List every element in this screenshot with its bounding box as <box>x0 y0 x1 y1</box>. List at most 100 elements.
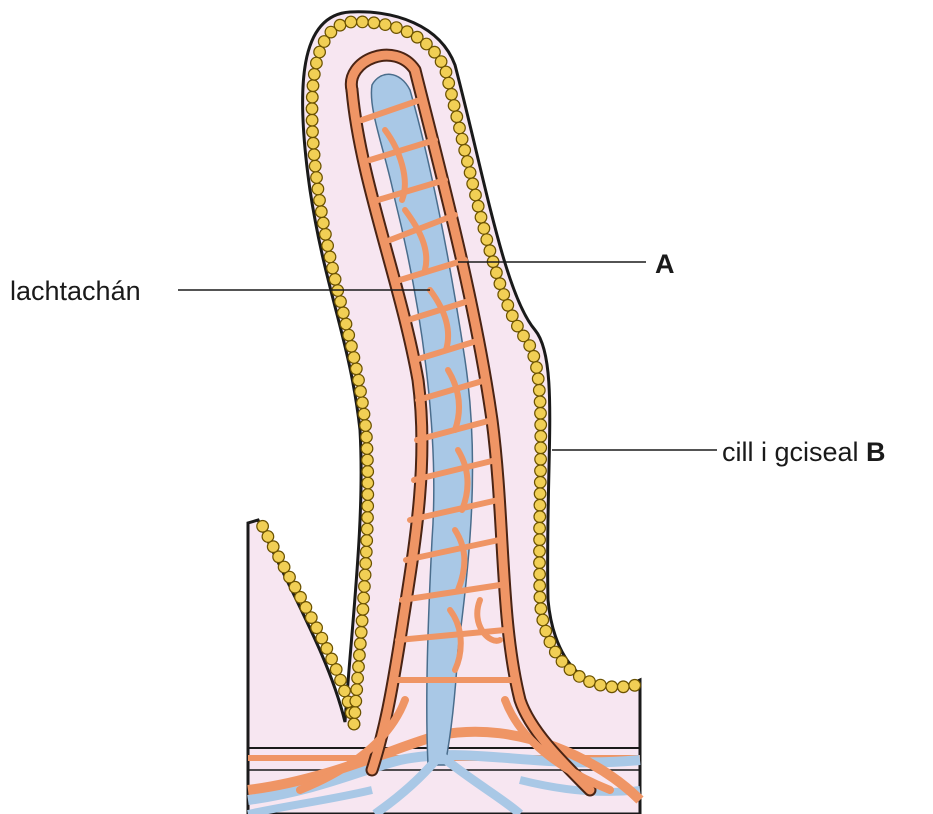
epithelial-cell <box>311 57 323 69</box>
epithelial-cell <box>535 477 547 489</box>
epithelial-cell <box>335 296 347 308</box>
epithelial-cell <box>329 274 341 286</box>
epithelial-cell <box>355 386 367 398</box>
epithelial-cell <box>534 385 546 397</box>
epithelial-cell <box>481 234 493 246</box>
label-a: A <box>655 249 675 279</box>
epithelial-cell <box>359 581 371 593</box>
epithelial-cell <box>349 707 361 719</box>
lacteal-label: lachtachán <box>10 276 141 306</box>
epithelial-cell <box>528 351 540 363</box>
epithelial-cell <box>494 278 506 290</box>
epithelial-cell <box>334 19 346 31</box>
epithelial-cell <box>584 676 596 688</box>
cell-b-label-text: cill i gciseal <box>722 437 866 467</box>
epithelial-cell <box>532 373 544 385</box>
epithelial-cell <box>464 167 476 179</box>
epithelial-cell <box>354 649 366 661</box>
epithelial-cell <box>472 200 484 212</box>
epithelial-cell <box>535 419 547 431</box>
epithelial-cell <box>534 591 546 603</box>
epithelial-cell <box>362 454 374 466</box>
epithelial-cell <box>327 262 339 274</box>
epithelial-cell <box>326 653 338 665</box>
epithelial-cell <box>360 420 372 432</box>
epithelial-cell <box>361 431 373 443</box>
epithelial-cell <box>318 217 330 229</box>
epithelial-cell <box>361 523 373 535</box>
epithelial-cell <box>534 545 546 557</box>
epithelial-cell <box>534 534 546 546</box>
epithelial-cell <box>534 568 546 580</box>
epithelial-cell <box>440 66 452 78</box>
epithelial-cell <box>362 466 374 478</box>
epithelial-cell <box>353 374 365 386</box>
epithelial-cell <box>535 465 547 477</box>
epithelial-cell <box>467 178 479 190</box>
epithelial-cell <box>475 212 487 224</box>
epithelial-cell <box>348 718 360 730</box>
epithelial-cell <box>355 638 367 650</box>
epithelial-cell <box>362 489 374 501</box>
epithelial-cell <box>498 289 510 301</box>
epithelial-cell <box>348 352 360 364</box>
epithelial-cell <box>351 684 363 696</box>
epithelial-cell <box>459 145 471 157</box>
epithelial-cell <box>448 100 460 112</box>
epithelial-cell <box>361 546 373 558</box>
epithelial-cell <box>484 245 496 257</box>
epithelial-cell <box>470 189 482 201</box>
epithelial-cell <box>309 69 321 81</box>
epithelial-cell <box>314 195 326 207</box>
epithelial-cell <box>316 206 328 218</box>
label-b: B <box>866 437 886 467</box>
epithelial-cell <box>352 672 364 684</box>
epithelial-cell <box>353 661 365 673</box>
epithelial-cell <box>324 251 336 263</box>
epithelial-cell <box>311 172 323 184</box>
epithelial-cell <box>535 408 547 420</box>
epithelial-cell <box>629 680 641 692</box>
epithelial-cell <box>306 103 318 115</box>
epithelial-cell <box>257 521 269 533</box>
epithelial-cell <box>443 77 455 89</box>
epithelial-cell <box>391 22 403 34</box>
epithelial-cell <box>357 16 369 28</box>
epithelial-cell <box>350 695 362 707</box>
epithelial-cell <box>535 431 547 443</box>
epithelial-cell <box>362 477 374 489</box>
epithelial-cell <box>606 681 618 693</box>
epithelial-cell <box>351 363 363 375</box>
epithelial-cell <box>307 126 319 138</box>
epithelial-cell <box>491 267 503 279</box>
epithelial-cell <box>312 183 324 195</box>
epithelial-cell <box>356 615 368 627</box>
epithelial-cell <box>362 512 374 524</box>
epithelial-cell <box>595 679 607 691</box>
epithelial-cell <box>339 685 351 697</box>
epithelial-cell <box>537 614 549 626</box>
epithelial-cell <box>345 16 357 28</box>
epithelial-cell <box>534 557 546 569</box>
epithelial-cell <box>531 362 543 374</box>
epithelial-cell <box>359 569 371 581</box>
epithelial-cell <box>357 397 369 409</box>
epithelial-cell <box>534 396 546 408</box>
epithelial-cell <box>343 329 355 341</box>
epithelial-cell <box>540 625 552 637</box>
epithelial-cell <box>361 535 373 547</box>
epithelial-cell <box>454 122 466 134</box>
epithelial-cell <box>446 89 458 101</box>
epithelial-cell <box>379 19 391 31</box>
epithelial-cell <box>456 133 468 145</box>
epithelial-cell <box>368 17 380 29</box>
cell-b-label: cill i gciseal B <box>722 437 886 467</box>
epithelial-cell <box>338 307 350 319</box>
epithelial-cell <box>307 80 319 92</box>
epithelial-cell <box>534 499 546 511</box>
epithelial-cell <box>330 664 342 676</box>
epithelial-cell <box>534 511 546 523</box>
epithelial-cell <box>535 454 547 466</box>
epithelial-cell <box>534 580 546 592</box>
epithelial-cell <box>362 500 374 512</box>
